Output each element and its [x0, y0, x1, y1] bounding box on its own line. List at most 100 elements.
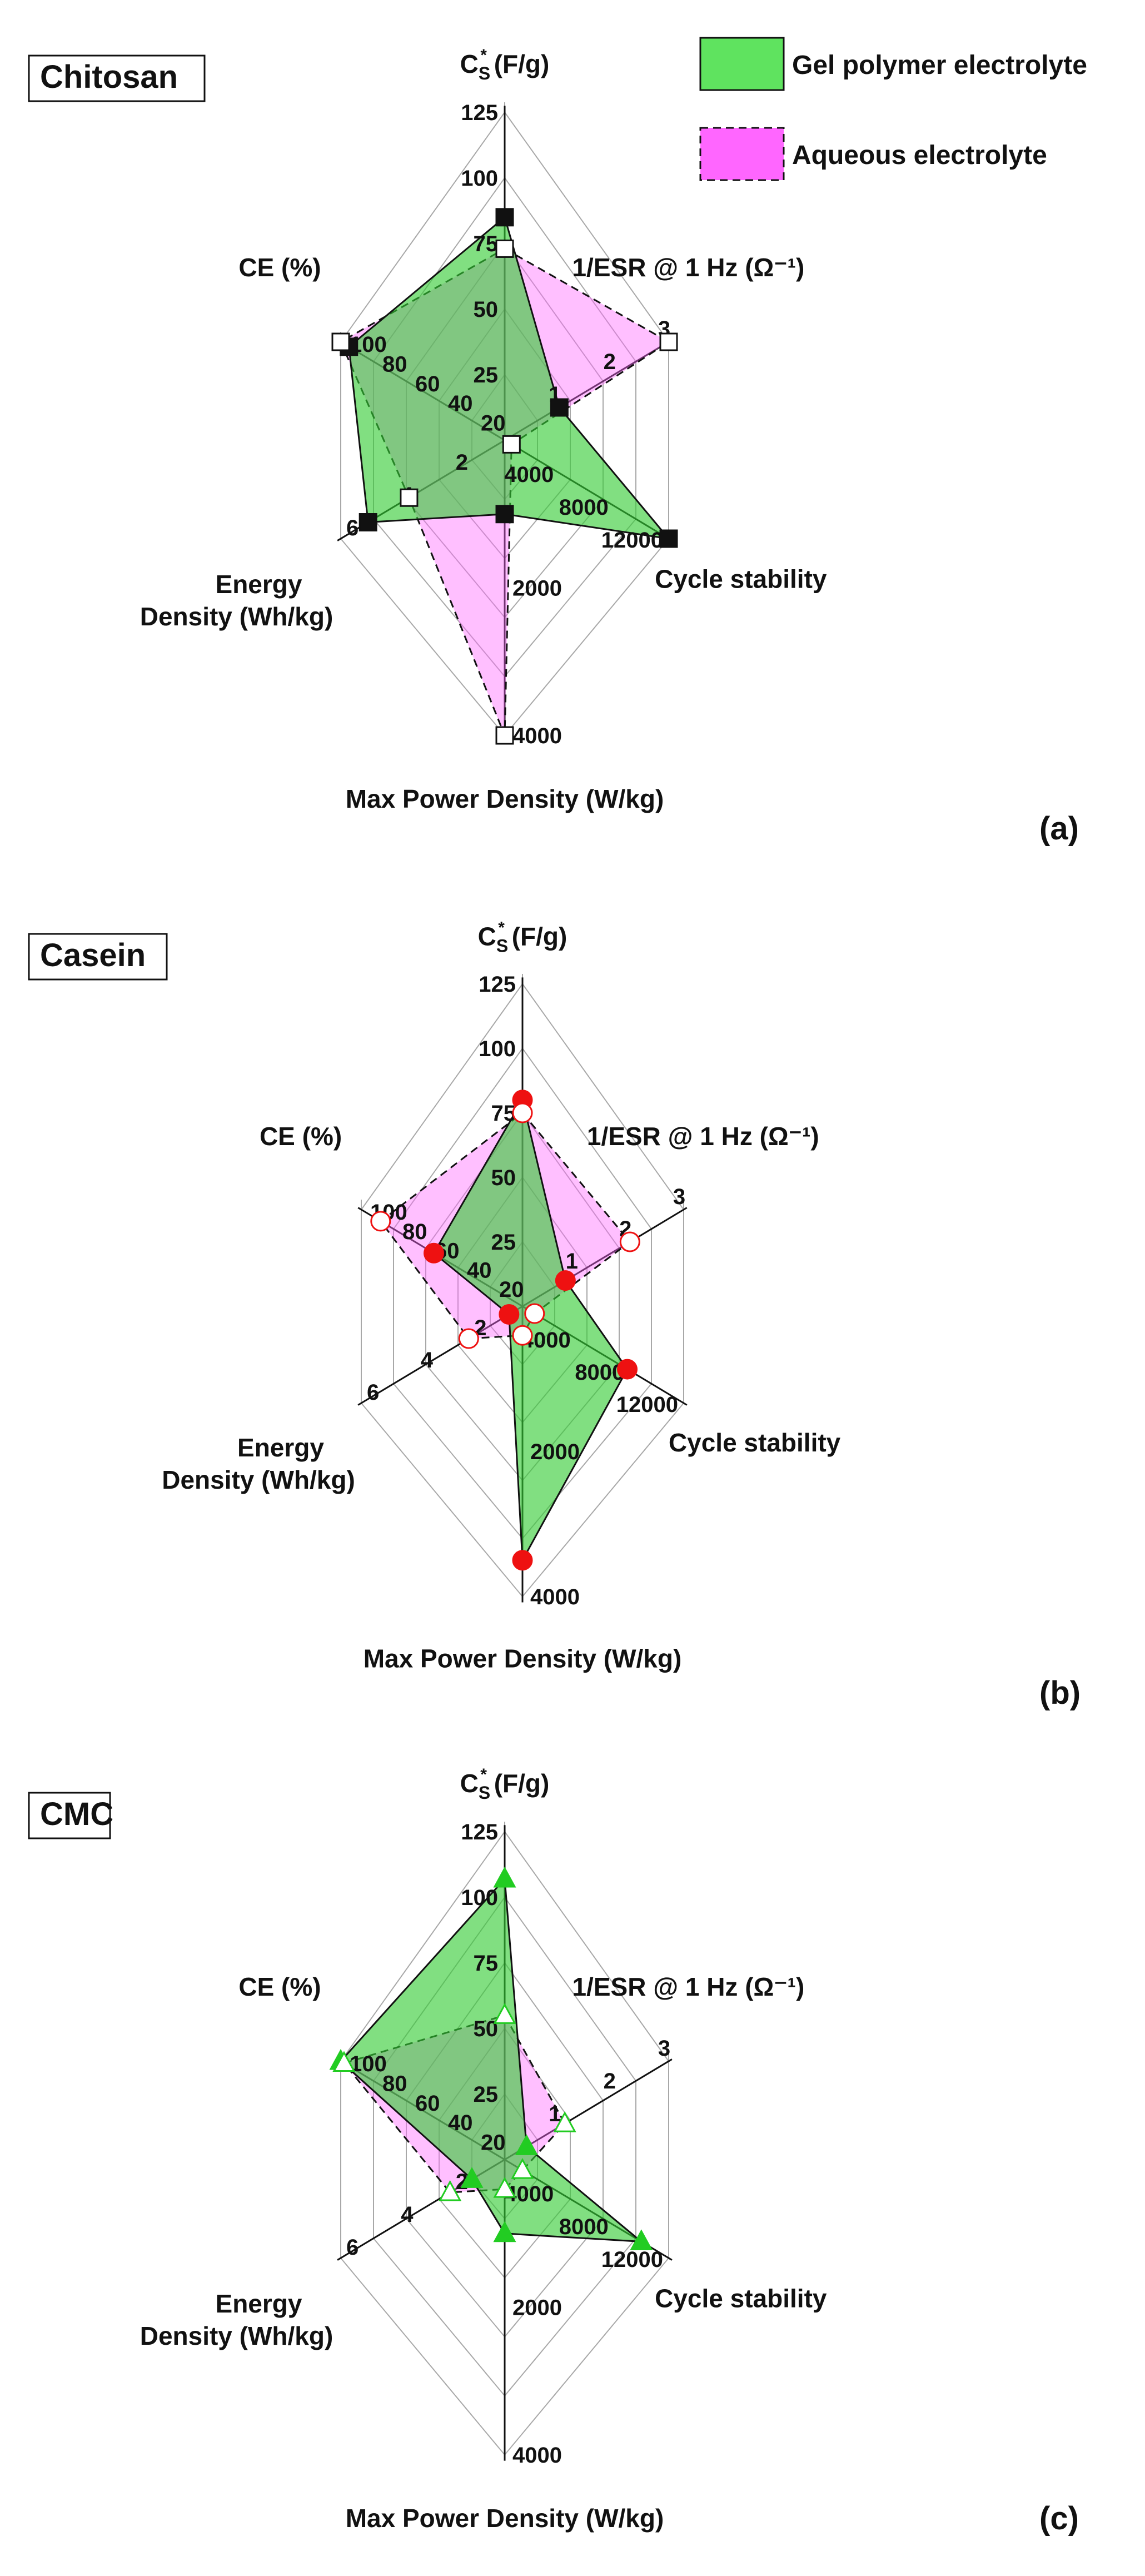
tick-label: 80	[402, 1220, 427, 1244]
axis-label-cs: CS* (F/g)	[460, 1766, 550, 1803]
panel-title: Casein	[28, 933, 168, 981]
data-point-marker	[495, 726, 514, 745]
tick-label: 2	[456, 450, 468, 475]
axis-labels: CS* (F/g) 1/ESR @ 1 Hz (Ω⁻¹) Cycle stabili…	[162, 918, 840, 1673]
data-point-marker	[460, 2167, 484, 2188]
data-point-marker	[493, 2221, 516, 2242]
tick-label: 4	[401, 2202, 414, 2227]
radar-panel-cmc: 2550751001251234000800012000200040002462…	[28, 1766, 1079, 2537]
tick-label: 8000	[559, 495, 609, 520]
tick-label: 100	[479, 1037, 516, 1061]
panel-letter: (c)	[1039, 2500, 1079, 2537]
tick-label: 2	[604, 2069, 616, 2093]
tick-label: 2000	[512, 576, 562, 601]
tick-label: 40	[448, 2111, 473, 2135]
tick-label: 100	[461, 166, 498, 191]
tick-label: 12000	[601, 2247, 663, 2272]
data-point-marker	[495, 239, 514, 258]
axis-label-cycle: Cycle stability	[655, 2284, 827, 2313]
axis-label-esr: 1/ESR @ 1 Hz (Ω⁻¹)	[587, 1122, 819, 1151]
tick-label: 125	[461, 101, 498, 125]
data-point-marker	[511, 2158, 534, 2179]
panel-title-text: Casein	[40, 937, 146, 973]
legend-aqueous-label: Aqueous electrolyte	[792, 141, 1047, 170]
data-point-marker	[512, 1102, 533, 1123]
data-point-marker	[619, 1231, 640, 1252]
tick-label: 100	[461, 1886, 498, 1910]
tick-label: 6	[346, 516, 359, 540]
data-point-marker	[495, 505, 514, 524]
data-point-marker	[424, 1242, 444, 1264]
data-point-marker	[439, 2180, 462, 2201]
data-point-marker	[493, 1866, 516, 1888]
axis-line	[504, 2058, 673, 2161]
tick-label: 50	[474, 297, 499, 322]
axis-labels: CS* (F/g)1/ESR @ 1 Hz (Ω⁻¹)Cycle stabili…	[140, 1766, 827, 2533]
axis-label-cs: CS* (F/g)	[460, 46, 550, 83]
tick-label: 75	[474, 232, 499, 256]
radar-panel-casein: 2550751001251234000800012000200040002462…	[28, 918, 1081, 1711]
tick-label: 12000	[616, 1393, 678, 1417]
axis-label-power: Max Power Density (W/kg)	[364, 1644, 682, 1673]
tick-label: 80	[382, 2071, 407, 2096]
series-aqueous-markers	[370, 1102, 640, 1349]
series-aqueous-markers	[332, 2003, 576, 2201]
data-point-marker	[495, 208, 514, 227]
axis-label-ce: CE (%)	[238, 1972, 321, 2001]
tick-label: 80	[382, 352, 407, 376]
tick-label: 2000	[512, 2296, 562, 2320]
panel-title-text: CMC	[40, 1796, 113, 1832]
panel-title-box	[28, 1792, 111, 1839]
data-point-marker	[331, 332, 350, 351]
tick-label: 20	[499, 1277, 524, 1302]
tick-label: 25	[491, 1230, 516, 1255]
tick-label: 125	[461, 1820, 498, 1844]
axis-label-cycle: Cycle stability	[669, 1428, 841, 1457]
tick-label: 4	[421, 1348, 434, 1372]
data-point-marker	[502, 435, 521, 454]
panel-title-box	[28, 933, 168, 981]
legend-gel-label: Gel polymer electrolyte	[792, 51, 1087, 80]
data-point-marker	[493, 2003, 516, 2024]
tick-label: 3	[658, 2036, 670, 2061]
legend: Gel polymer electrolyte Aqueous electrol…	[699, 37, 1087, 181]
tick-label: 4000	[512, 2443, 562, 2468]
tick-labels: 2550751001251234000800012000200040002462…	[346, 101, 670, 748]
data-point-marker	[659, 332, 678, 351]
series-aqueous-markers	[331, 239, 678, 745]
tick-label: 2000	[530, 1440, 580, 1464]
tick-label: 60	[415, 2091, 440, 2116]
tick-label: 100	[350, 2052, 387, 2076]
data-point-marker	[512, 1325, 533, 1346]
tick-label: 40	[448, 391, 473, 416]
tick-label: 4000	[504, 463, 554, 487]
tick-label: 25	[474, 363, 499, 387]
axis-label-power: Max Power Density (W/kg)	[346, 2504, 664, 2533]
tick-label: 25	[474, 2082, 499, 2107]
axis-label-cs: CS* (F/g)	[478, 918, 567, 956]
panel-title-text: Chitosan	[40, 59, 178, 95]
tick-label: 6	[367, 1380, 379, 1405]
tick-label: 50	[491, 1166, 516, 1190]
data-point-marker	[524, 1303, 545, 1324]
panel-letter: (a)	[1039, 810, 1079, 847]
data-point-marker	[458, 1328, 479, 1349]
tick-label: 1	[566, 1249, 578, 1274]
tick-label: 2	[456, 2170, 468, 2194]
tick-label: 75	[491, 1101, 516, 1126]
tick-label: 2	[604, 350, 616, 374]
data-point-marker	[550, 398, 569, 417]
tick-label: 60	[415, 372, 440, 396]
tick-label: 6	[346, 2235, 359, 2260]
axis-label-ce: CE (%)	[238, 253, 321, 282]
panel-title: CMC	[28, 1792, 113, 1839]
tick-label: 75	[474, 1951, 499, 1976]
data-point-marker	[515, 2134, 538, 2155]
tick-label: 4000	[512, 724, 562, 748]
legend-gel-swatch	[699, 37, 785, 91]
data-point-marker	[370, 1211, 391, 1232]
axis-label-ce: CE (%)	[260, 1122, 342, 1151]
